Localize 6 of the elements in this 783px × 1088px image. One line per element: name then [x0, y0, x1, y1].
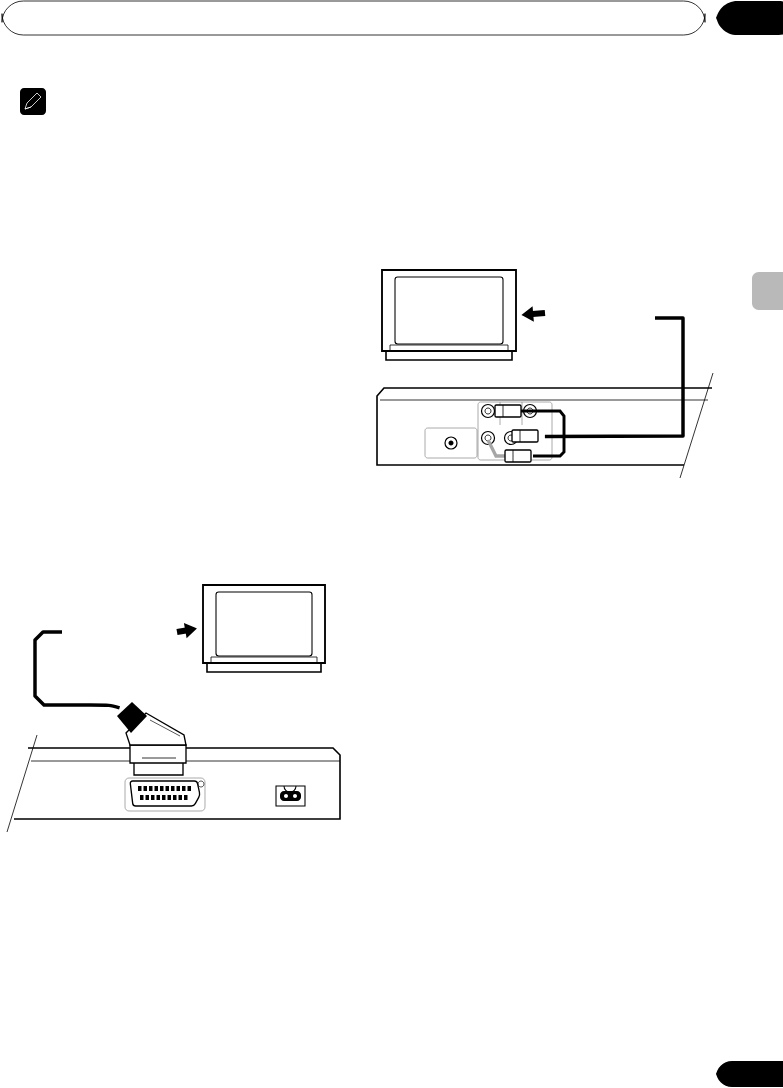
- cable: [544, 316, 685, 439]
- television-drawing: [202, 584, 326, 673]
- cable: [33, 630, 121, 710]
- player-drawing: [6, 702, 341, 833]
- television-drawing: [381, 269, 517, 361]
- player-drawing: [376, 372, 714, 479]
